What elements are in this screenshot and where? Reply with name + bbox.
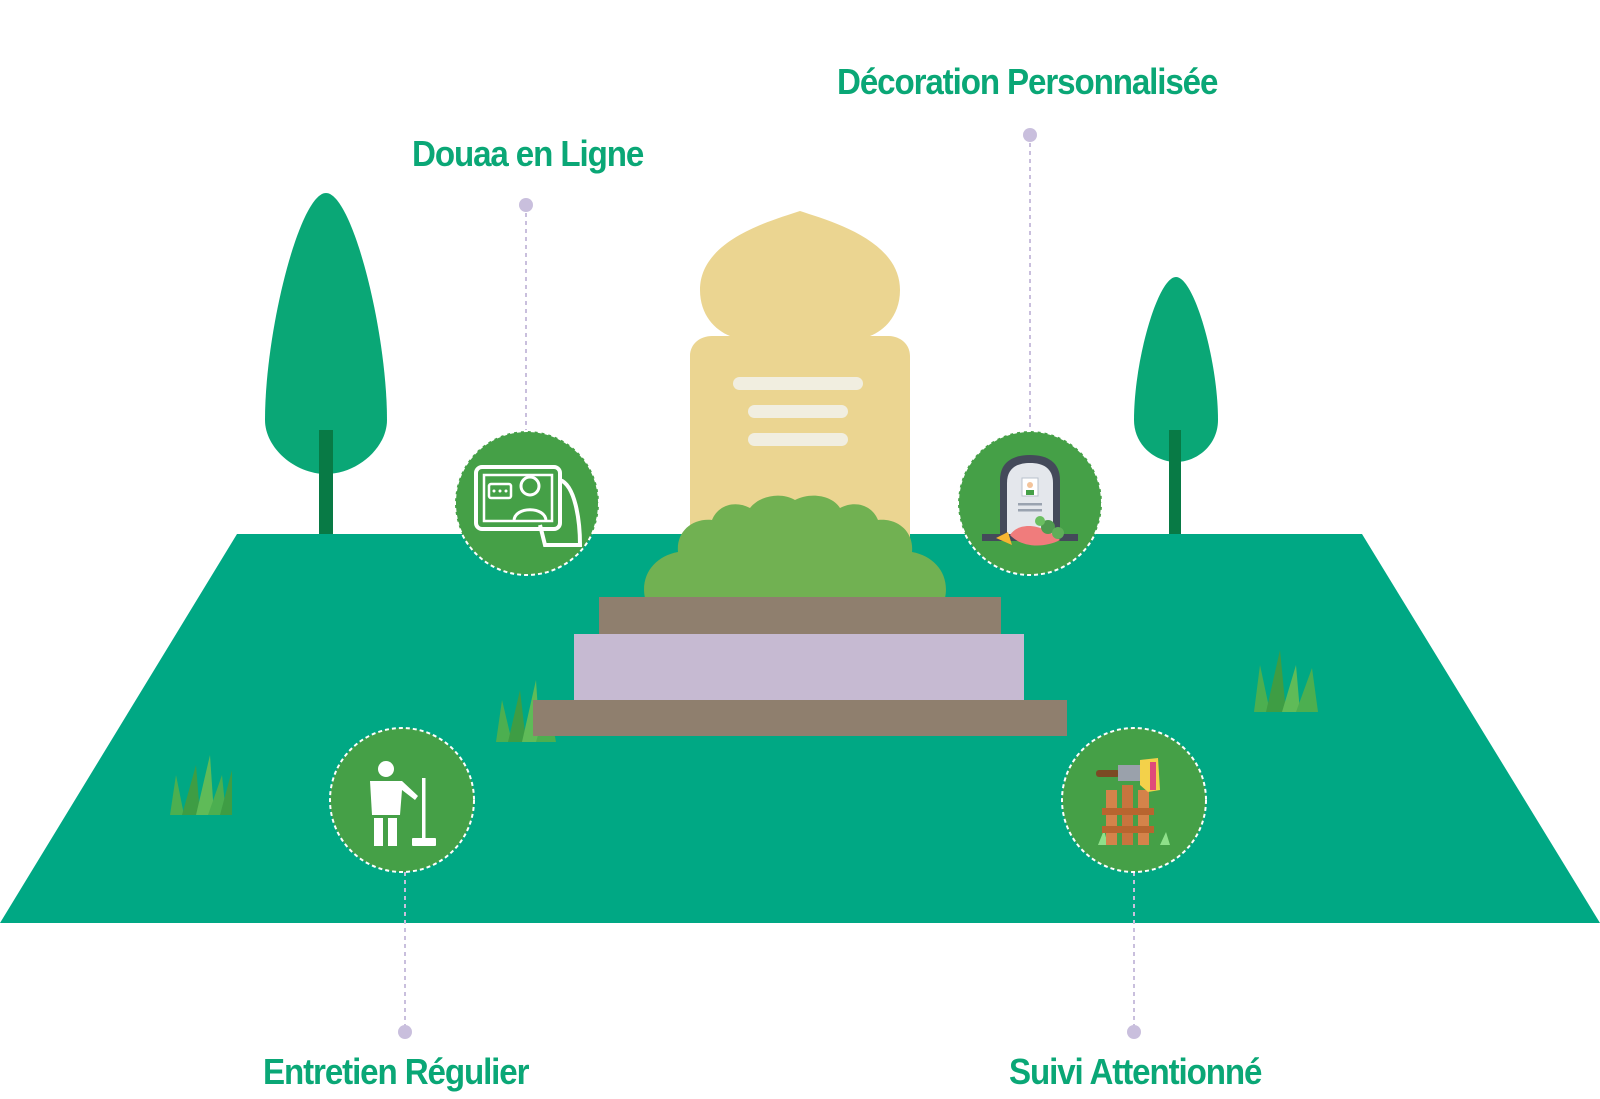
inscription-line	[733, 377, 863, 390]
grave-flowers-icon[interactable]	[957, 430, 1103, 576]
connector-entretien	[398, 872, 412, 1039]
grass-tuft-right	[1254, 650, 1318, 712]
grave-step-top	[599, 597, 1001, 634]
inscription-line	[748, 405, 848, 418]
grave-step-bottom	[533, 700, 1067, 736]
feature-label-entretien: Entretien Régulier	[263, 1051, 529, 1092]
tree-left	[265, 193, 387, 534]
grass-tuft-left	[170, 755, 232, 815]
connector-decoration	[1023, 128, 1037, 432]
grave-step-middle	[574, 634, 1024, 702]
tree-right	[1134, 277, 1218, 534]
feature-label-douaa: Douaa en Ligne	[412, 133, 644, 174]
inscription-line	[748, 433, 848, 446]
connector-suivi	[1127, 872, 1141, 1039]
bush	[644, 495, 946, 598]
connector-douaa	[519, 198, 533, 432]
cleaner-broom-icon[interactable]	[329, 727, 475, 873]
headstone	[690, 211, 910, 560]
feature-label-suivi: Suivi Attentionné	[1009, 1051, 1262, 1092]
video-call-prayer-icon[interactable]	[454, 430, 600, 576]
fence-paint-icon[interactable]	[1061, 727, 1207, 873]
feature-label-decoration: Décoration Personnalisée	[837, 61, 1218, 102]
